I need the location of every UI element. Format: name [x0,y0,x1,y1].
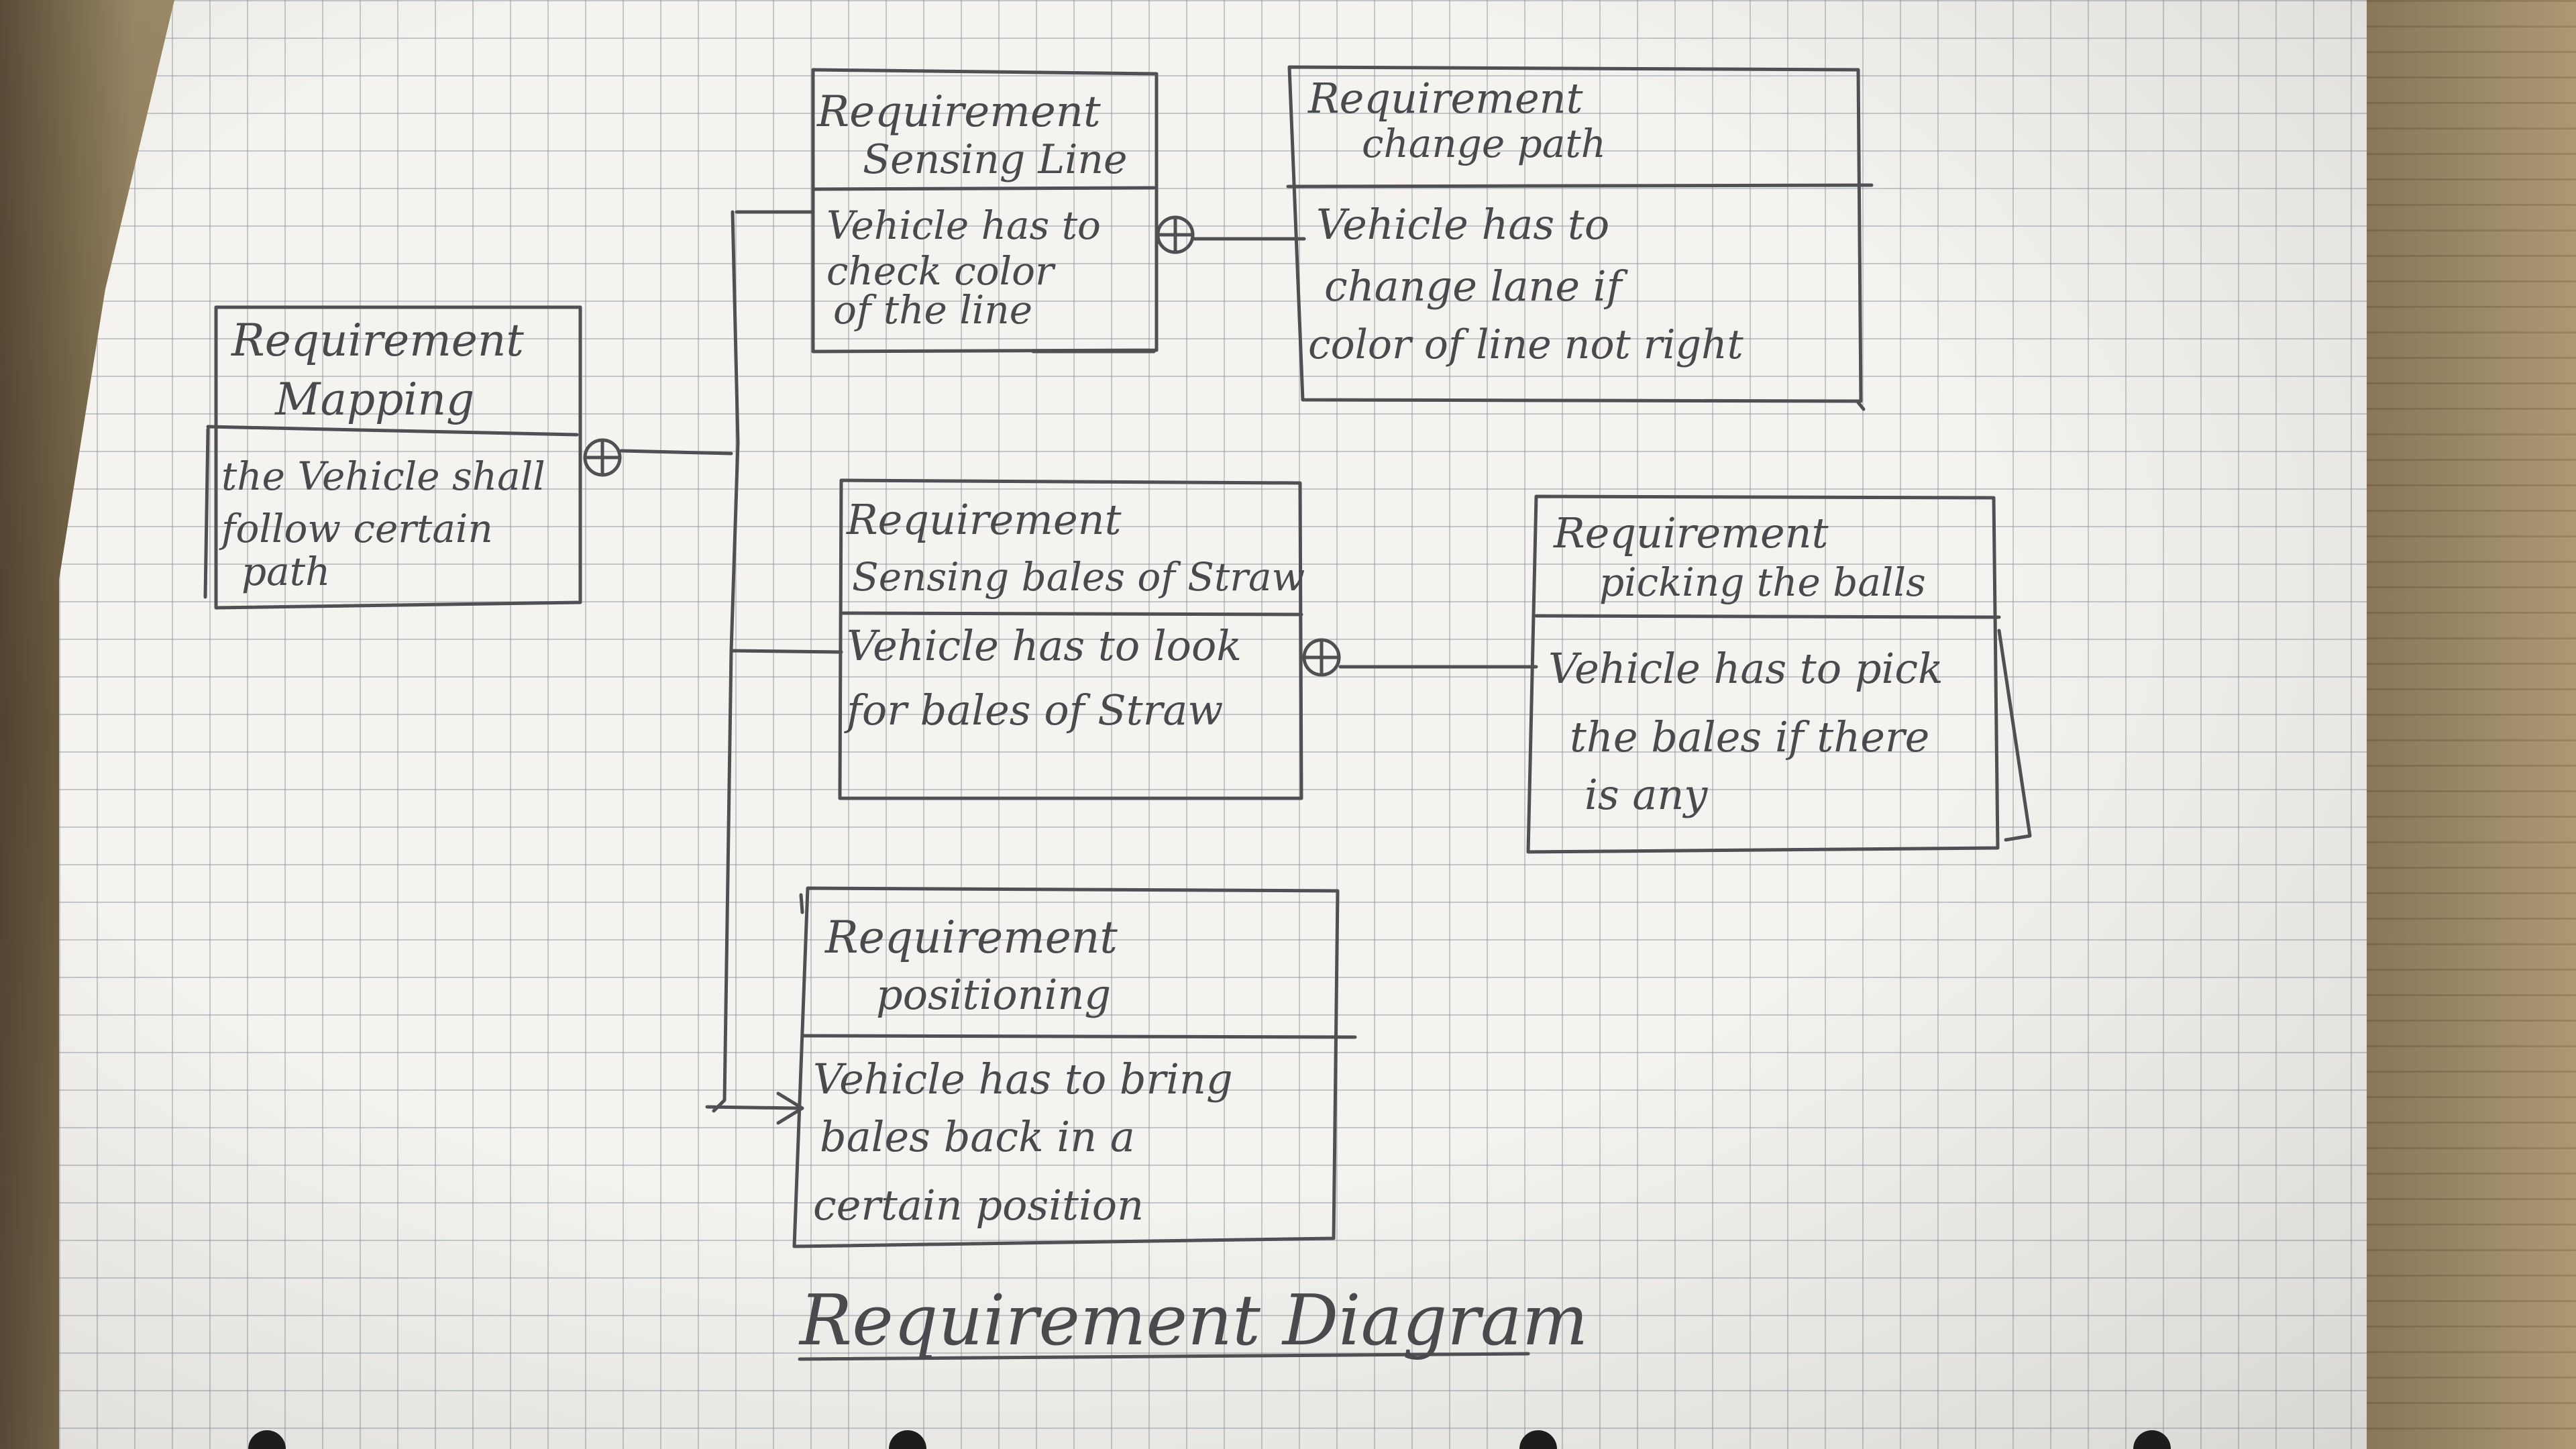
block-sensing-line-text-line: Vehicle has to [826,203,1101,248]
block-positioning-text-line: Vehicle has to bring [813,1055,1233,1104]
block-positioning-name: positioning [876,970,1111,1019]
block-change-path-name: change path [1362,121,1606,166]
block-picking-bales-stereotype: Requirement [1553,508,1829,557]
block-positioning-text-line: bales back in a [820,1112,1135,1161]
block-picking-bales-text-line: the bales if there [1570,712,1929,761]
block-mapping-text-line: follow certain [219,506,493,551]
block-change-path [1286,65,1874,411]
wooden-table [2334,0,2576,1449]
block-mapping-text-line: path [241,549,330,594]
block-mapping-stereotype: Requirement [231,315,524,366]
block-picking-bales-name: picking the balls [1599,559,1926,605]
block-change-path-stereotype: Requirement [1307,74,1583,123]
block-sensing-line [811,68,1159,354]
block-change-path-text-line: color of line not right [1308,321,1744,368]
block-picking-bales [1526,494,2032,854]
block-positioning-stereotype: Requirement [824,912,1118,963]
block-positioning-text-line: certain position [813,1181,1144,1230]
block-sensing-line-text-line: of the line [833,287,1032,333]
block-positioning [792,886,1357,1248]
block-change-path-text-line: Vehicle has to [1316,200,1609,249]
block-mapping-name: Mapping [274,374,474,425]
block-sensing-bales-text-line: Vehicle has to look [847,621,1242,670]
diagram-title: Requirement Diagram [798,1279,1588,1361]
block-picking-bales-text-line: Vehicle has to pick [1548,644,1943,693]
block-sensing-line-name: Sensing Line [863,136,1128,183]
block-picking-bales-text-line: is any [1585,770,1708,819]
block-sensing-bales-stereotype: Requirement [846,495,1122,544]
block-change-path-text-line: change lane if [1324,262,1629,311]
block-sensing-bales [838,478,1303,800]
block-sensing-bales-name: Sensing bales of Straw [852,554,1305,600]
block-sensing-line-text-line: check color [826,248,1056,294]
block-mapping-text-line: the Vehicle shall [221,453,545,499]
connector-lines [203,65,2032,1361]
block-sensing-bales-text-line: for bales of Straw [844,686,1223,735]
block-mapping [203,305,582,610]
block-sensing-line-stereotype: Requirement [816,87,1101,137]
